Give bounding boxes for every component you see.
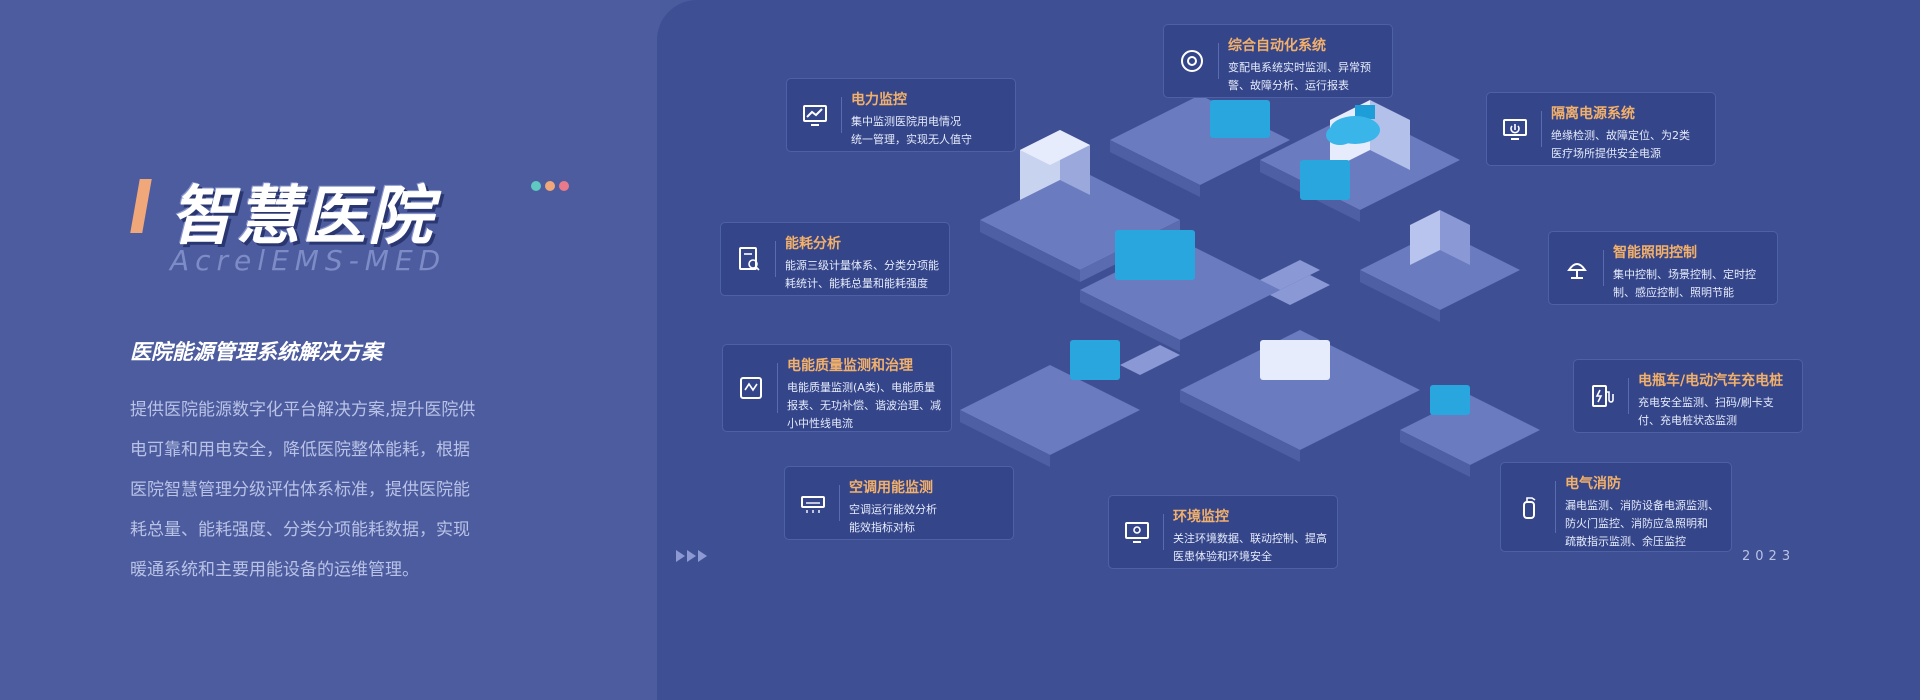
description-line: 医院智慧管理分级评估体系标准，提供医院能 <box>130 480 470 500</box>
card-energy-analysis[interactable]: 能耗分析 能源三级计量体系、分类分项能 耗统计、能耗总量和能耗强度 <box>720 222 950 296</box>
screens <box>1070 100 1470 415</box>
card-title: 电瓶车/电动汽车充电桩 <box>1638 373 1784 389</box>
description-line: 提供医院能源数字化平台解决方案,提升医院供 <box>130 400 476 420</box>
card-divider <box>839 485 840 521</box>
card-line: 防火门监控、消防应急照明和 <box>1565 517 1708 530</box>
card-divider <box>775 241 776 277</box>
fire-extinguisher-icon <box>1509 487 1549 527</box>
card-isolated-power[interactable]: 隔离电源系统 绝缘检测、故障定位、为2类 医疗场所提供安全电源 <box>1486 92 1716 166</box>
description: 提供医院能源数字化平台解决方案,提升医院供 电可靠和用电安全，降低医院整体能耗，… <box>130 390 500 590</box>
card-integrated-automation[interactable]: 综合自动化系统 变配电系统实时监测、异常预 警、故障分析、运行报表 <box>1163 24 1393 98</box>
card-text: 集中监测医院用电情况 统一管理，实现无人值守 <box>851 113 1007 149</box>
card-text: 空调运行能效分析 能效指标对标 <box>849 501 1005 537</box>
card-line: 疏散指示监测、余压监控 <box>1565 535 1686 548</box>
card-divider <box>841 97 842 133</box>
card-title: 隔离电源系统 <box>1551 106 1635 122</box>
card-divider <box>1628 378 1629 414</box>
card-line: 警、故障分析、运行报表 <box>1228 79 1349 92</box>
card-line: 空调运行能效分析 <box>849 503 937 516</box>
play-icon <box>698 550 707 562</box>
stairs <box>1120 260 1330 375</box>
card-line: 绝缘检测、故障定位、为2类 <box>1551 129 1690 142</box>
card-title: 空调用能监测 <box>849 480 933 496</box>
card-text: 集中控制、场景控制、定时控 制、感应控制、照明节能 <box>1613 266 1769 302</box>
card-ev-charging[interactable]: 电瓶车/电动汽车充电桩 充电安全监测、扫码/刷卡支 付、充电桩状态监测 <box>1573 359 1803 433</box>
card-text: 充电安全监测、扫码/刷卡支 付、充电桩状态监测 <box>1638 394 1794 430</box>
card-divider <box>1541 111 1542 147</box>
card-environment[interactable]: 环境监控 关注环境数据、联动控制、提高 医患体验和环境安全 <box>1108 495 1338 569</box>
card-hvac-energy[interactable]: 空调用能监测 空调运行能效分析 能效指标对标 <box>784 466 1014 540</box>
card-line: 集中控制、场景控制、定时控 <box>1613 268 1756 281</box>
card-divider <box>1163 514 1164 550</box>
year-label: 2023 <box>1742 549 1796 564</box>
left-panel <box>0 0 660 700</box>
card-line: 耗统计、能耗总量和能耗强度 <box>785 277 928 290</box>
card-text: 漏电监测、消防设备电源监测、 防火门监控、消防应急照明和 疏散指示监测、余压监控 <box>1565 497 1723 551</box>
decorative-dots <box>531 181 569 191</box>
card-power-monitoring[interactable]: 电力监控 集中监测医院用电情况 统一管理，实现无人值守 <box>786 78 1016 152</box>
dot-2 <box>545 181 555 191</box>
play-icon <box>676 550 685 562</box>
card-line: 医疗场所提供安全电源 <box>1551 147 1661 160</box>
card-divider <box>1603 250 1604 286</box>
card-line: 充电安全监测、扫码/刷卡支 <box>1638 396 1774 409</box>
document-search-icon <box>729 239 769 279</box>
page-title: 智慧医院 <box>170 180 434 254</box>
lamp-icon <box>1557 248 1597 288</box>
card-line: 漏电监测、消防设备电源监测、 <box>1565 499 1719 512</box>
card-title: 智能照明控制 <box>1613 245 1697 261</box>
description-line: 电可靠和用电安全，降低医院整体能耗，根据 <box>130 440 470 460</box>
description-line: 耗总量、能耗强度、分类分项能耗数据，实现 <box>130 520 470 540</box>
card-text: 绝缘检测、故障定位、为2类 医疗场所提供安全电源 <box>1551 127 1707 163</box>
meter-icon <box>731 368 771 408</box>
card-line: 小中性线电流 <box>787 417 853 430</box>
card-line: 集中监测医院用电情况 <box>851 115 961 128</box>
description-line: 暖通系统和主要用能设备的运维管理。 <box>130 560 419 580</box>
section-title: 医院能源管理系统解决方案 <box>130 340 382 364</box>
play-icon <box>687 550 696 562</box>
card-line: 能源三级计量体系、分类分项能 <box>785 259 939 272</box>
card-line: 报表、无功补偿、谐波治理、减 <box>787 399 941 412</box>
card-line: 制、感应控制、照明节能 <box>1613 286 1734 299</box>
card-title: 能耗分析 <box>785 236 841 252</box>
hospital-illustration <box>960 95 1540 477</box>
card-divider <box>777 363 778 413</box>
gear-icon <box>1172 41 1212 81</box>
card-line: 变配电系统实时监测、异常预 <box>1228 61 1371 74</box>
dot-3 <box>559 181 569 191</box>
screen-camera-icon <box>1117 512 1157 552</box>
card-title: 电力监控 <box>851 92 907 108</box>
card-title: 综合自动化系统 <box>1228 38 1326 54</box>
display-power-icon <box>1495 109 1535 149</box>
card-electrical-fire[interactable]: 电气消防 漏电监测、消防设备电源监测、 防火门监控、消防应急照明和 疏散指示监测… <box>1500 462 1732 552</box>
card-text: 关注环境数据、联动控制、提高 医患体验和环境安全 <box>1173 530 1329 566</box>
air-conditioner-icon <box>793 483 833 523</box>
card-line: 能效指标对标 <box>849 521 915 534</box>
monitor-chart-icon <box>795 95 835 135</box>
card-text: 电能质量监测(A类)、电能质量 报表、无功补偿、谐波治理、减 小中性线电流 <box>787 379 943 433</box>
english-subtitle: AcrelEMS-MED <box>170 244 447 277</box>
card-title: 电能质量监测和治理 <box>787 358 913 374</box>
card-title: 电气消防 <box>1565 476 1621 492</box>
play-arrows[interactable] <box>676 550 707 562</box>
card-line: 关注环境数据、联动控制、提高 <box>1173 532 1327 545</box>
dot-1 <box>531 181 541 191</box>
cloud-icon <box>1326 116 1380 145</box>
card-text: 能源三级计量体系、分类分项能 耗统计、能耗总量和能耗强度 <box>785 257 941 293</box>
card-power-quality[interactable]: 电能质量监测和治理 电能质量监测(A类)、电能质量 报表、无功补偿、谐波治理、减… <box>722 344 952 432</box>
card-divider <box>1218 43 1219 79</box>
card-line: 统一管理，实现无人值守 <box>851 133 972 146</box>
card-divider <box>1555 481 1556 533</box>
card-line: 医患体验和环境安全 <box>1173 550 1272 563</box>
card-title: 环境监控 <box>1173 509 1229 525</box>
card-text: 变配电系统实时监测、异常预 警、故障分析、运行报表 <box>1228 59 1384 95</box>
card-line: 电能质量监测(A类)、电能质量 <box>787 381 936 394</box>
card-line: 付、充电桩状态监测 <box>1638 414 1737 427</box>
charger-icon <box>1582 376 1622 416</box>
card-smart-lighting[interactable]: 智能照明控制 集中控制、场景控制、定时控 制、感应控制、照明节能 <box>1548 231 1778 305</box>
